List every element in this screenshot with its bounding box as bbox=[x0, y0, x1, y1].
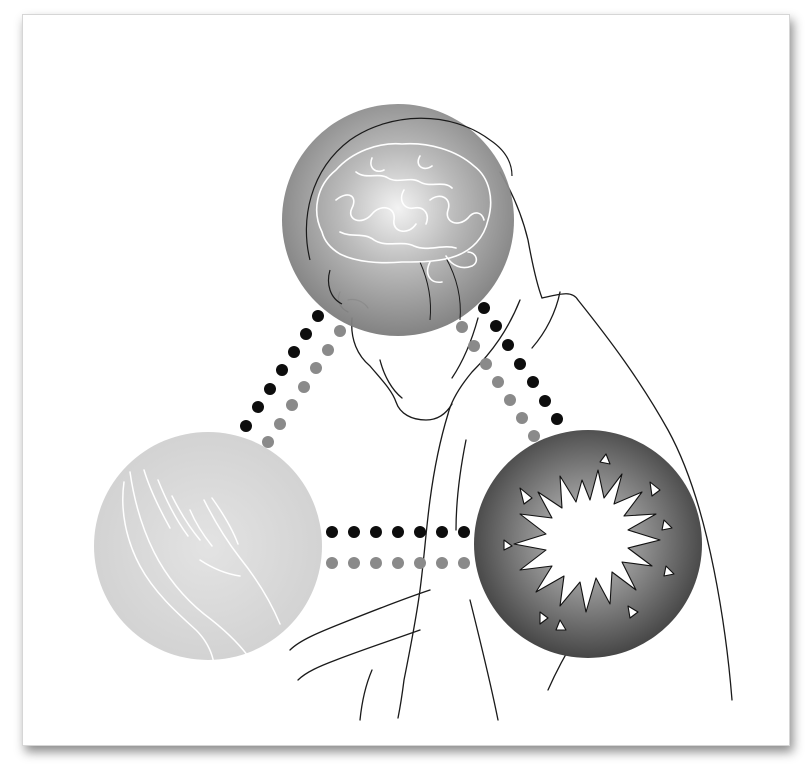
connector-dot bbox=[490, 320, 502, 332]
head-sphere bbox=[282, 104, 514, 336]
connector-dot bbox=[370, 526, 382, 538]
connector-dot bbox=[276, 364, 288, 376]
hand-sphere bbox=[94, 432, 322, 665]
connector-dot bbox=[516, 412, 528, 424]
connector-dot bbox=[348, 557, 360, 569]
connector-dot bbox=[504, 394, 516, 406]
connector-dot bbox=[264, 383, 276, 395]
connector-dot bbox=[370, 557, 382, 569]
connector-dot bbox=[436, 526, 448, 538]
connector-dot bbox=[298, 381, 310, 393]
connector-dot bbox=[502, 339, 514, 351]
connector-dot bbox=[527, 376, 539, 388]
connector-dot bbox=[456, 321, 468, 333]
connector-dot bbox=[334, 325, 346, 337]
connector-dot bbox=[326, 526, 338, 538]
connector-dot bbox=[528, 430, 540, 442]
connector-dot bbox=[322, 344, 334, 356]
connector-dot bbox=[392, 557, 404, 569]
connector-dot bbox=[326, 557, 338, 569]
connector-dot bbox=[539, 395, 551, 407]
connector-dot bbox=[348, 526, 360, 538]
connector-dot bbox=[240, 420, 252, 432]
praying-hands-icon bbox=[122, 469, 281, 665]
connector-dot bbox=[458, 526, 470, 538]
connector-hand-chest bbox=[326, 526, 470, 569]
connector-dot bbox=[300, 328, 312, 340]
brain-icon bbox=[315, 142, 492, 284]
connector-head-chest bbox=[456, 302, 563, 442]
connector-dot bbox=[288, 346, 300, 358]
connector-dot bbox=[392, 526, 404, 538]
connector-dot bbox=[492, 376, 504, 388]
connector-dot bbox=[286, 399, 298, 411]
connector-dot bbox=[414, 557, 426, 569]
connector-dot bbox=[252, 401, 264, 413]
connector-dot bbox=[414, 526, 426, 538]
connector-head-hand bbox=[240, 310, 346, 448]
connector-dot bbox=[458, 557, 470, 569]
connector-dot bbox=[310, 362, 322, 374]
connector-dot bbox=[514, 358, 526, 370]
connector-dot bbox=[478, 302, 490, 314]
chest-sphere bbox=[474, 430, 702, 658]
connector-dot bbox=[468, 340, 480, 352]
connector-dot bbox=[312, 310, 324, 322]
connector-dot bbox=[551, 413, 563, 425]
heart-burst-icon bbox=[503, 453, 675, 631]
connector-dot bbox=[262, 436, 274, 448]
connector-dot bbox=[274, 418, 286, 430]
connector-dot bbox=[436, 557, 448, 569]
connector-dot bbox=[480, 358, 492, 370]
